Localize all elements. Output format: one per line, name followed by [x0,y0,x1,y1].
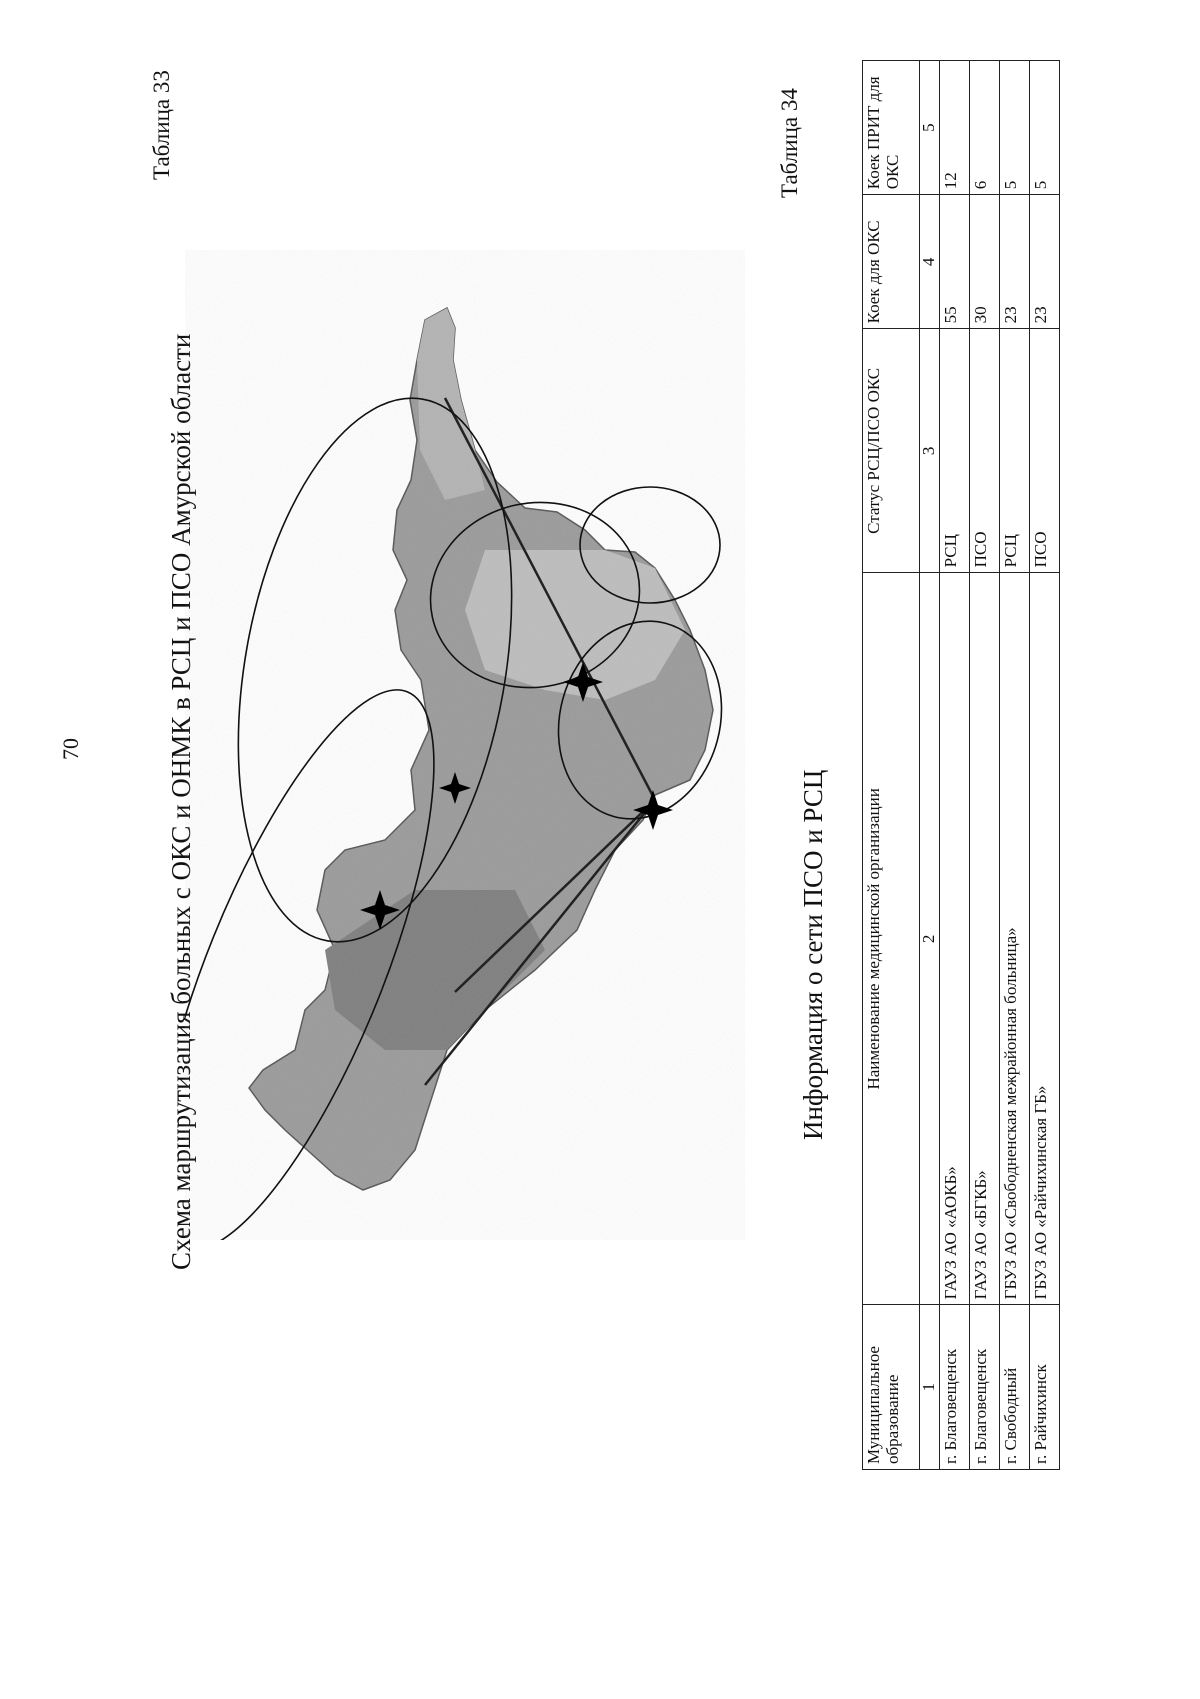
organization-cell: ГАУЗ АО «АОКБ» [939,572,970,1305]
header-organization: Наименование медицинской организации [862,572,920,1305]
routing-map [185,250,745,1240]
column-number: 3 [919,328,940,573]
table-row: г. Райчихинск ГБУЗ АО «Райчихинская ГБ» … [1029,60,1060,1470]
beds-cell: 55 [939,194,970,329]
header-icu-beds: Коек ПРИТ для ОКС [862,60,920,195]
icu-beds-cell: 5 [1029,60,1060,195]
column-number: 1 [919,1304,940,1470]
column-number: 2 [919,572,940,1305]
municipality-cell: г. Райчихинск [1029,1304,1060,1470]
organization-cell: ГАУЗ АО «БГКБ» [969,572,1000,1305]
beds-cell: 23 [1029,194,1060,329]
star-icon [360,890,400,930]
table-34-label: Таблица 34 [777,88,802,198]
organization-cell: ГБУЗ АО «Свободненская межрайонная больн… [999,572,1030,1305]
column-number-row: 1 2 3 4 5 [919,60,940,1470]
header-beds: Коек для ОКС [862,194,920,329]
column-number: 4 [919,194,940,329]
routing-lines [424,397,657,1086]
municipality-cell: г. Благовещенск [939,1304,970,1470]
status-cell: ПСО [1029,328,1060,573]
table-title: Информация о сети ПСО и РСЦ [798,769,828,1140]
table-33-label: Таблица 33 [149,70,174,180]
status-cell: ПСО [969,328,1000,573]
icu-beds-cell: 5 [999,60,1030,195]
page-number: 70 [58,738,83,760]
column-number: 5 [919,60,940,195]
beds-cell: 23 [999,194,1030,329]
star-icon [633,790,673,830]
municipality-cell: г. Благовещенск [969,1304,1000,1470]
star-icon [439,772,471,804]
table-row: г. Благовещенск ГАУЗ АО «БГКБ» ПСО 30 6 [969,60,1000,1470]
status-cell: РСЦ [939,328,970,573]
table-row: г. Благовещенск ГАУЗ АО «АОКБ» РСЦ 55 12 [939,60,970,1470]
beds-cell: 30 [969,194,1000,329]
pso-rsc-table: Муниципальное образование Наименование м… [862,60,1060,1470]
municipality-cell: г. Свободный [999,1304,1030,1470]
table-row: г. Свободный ГБУЗ АО «Свободненская межр… [999,60,1030,1470]
status-cell: РСЦ [999,328,1030,573]
star-icon [563,662,603,702]
organization-cell: ГБУЗ АО «Райчихинская ГБ» [1029,572,1060,1305]
header-municipality: Муниципальное образование [862,1304,920,1470]
medical-center-markers [360,662,673,930]
amur-region-shape [185,250,745,1240]
header-status: Статус РСЦ/ПСО ОКС [862,328,920,573]
coverage-ellipses [185,397,723,1240]
table-header-row: Муниципальное образование Наименование м… [862,60,920,1470]
icu-beds-cell: 12 [939,60,970,195]
icu-beds-cell: 6 [969,60,1000,195]
